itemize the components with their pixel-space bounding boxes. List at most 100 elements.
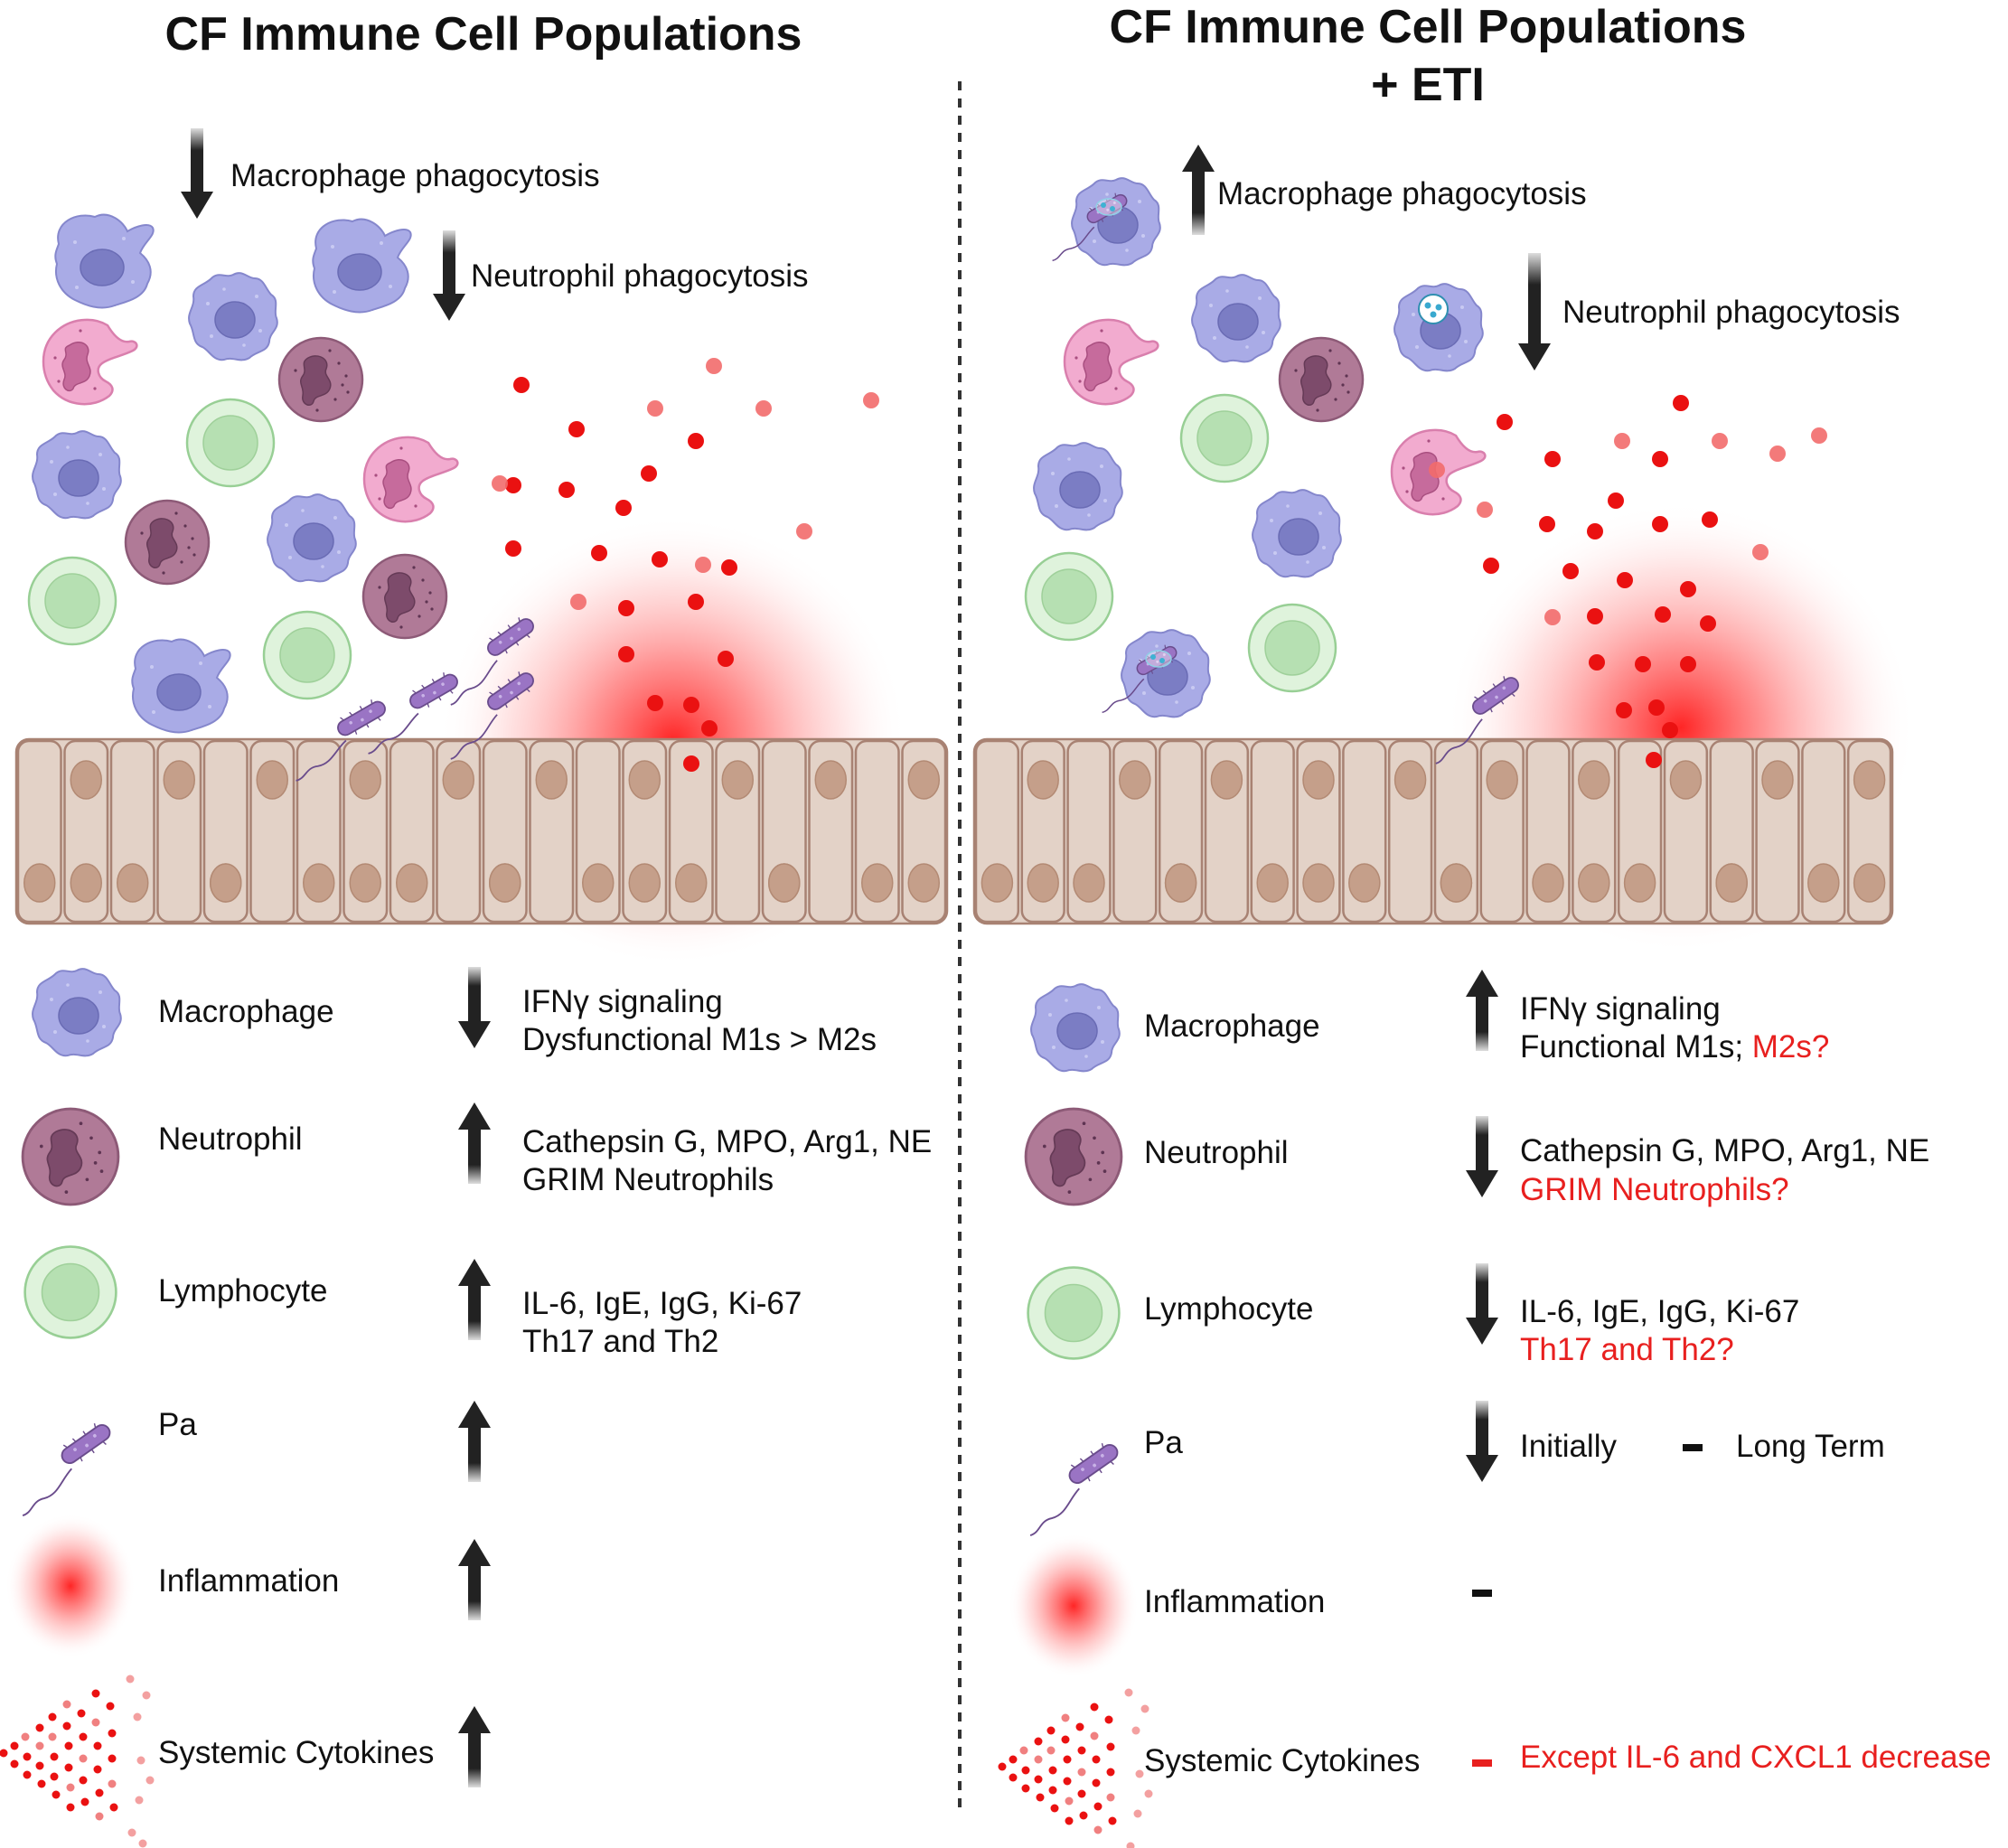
cytokine-dot [647,695,663,711]
right-pa-long-term: Long Term [1736,1429,1885,1464]
legend-pa-label: Pa [158,1407,197,1442]
cell-nucleus [1715,863,1748,903]
right-title-line2: + ETI [1371,59,1485,111]
arrow-head [1466,1455,1498,1482]
cytokine-dot [145,1776,155,1785]
arrow-shaft [1528,253,1541,343]
cell-nucleus [582,863,615,903]
cytokine-dot [21,1732,30,1741]
cytokine-dot [570,594,586,610]
cytokine-dot [1093,1802,1103,1811]
cytokine-dot [1544,451,1561,467]
macrophage-phagocytosis-arrow [181,128,213,219]
cytokine-dot [641,465,657,482]
macrophage-icon [32,968,122,1057]
cell-nucleus [210,863,242,903]
arrow-shaft [1476,1401,1488,1455]
macrophage-cell [267,493,357,583]
cytokine-dot [93,1765,102,1774]
cytokine-dot [1140,1704,1149,1713]
legend-pa-label: Pa [1144,1425,1183,1460]
cytokine-dot [1077,1789,1086,1798]
neutrophil-cell [361,553,448,640]
lymphocyte-cell [1179,393,1270,483]
neutrophil-cell [1278,336,1365,423]
arrow-head [1466,1170,1498,1197]
legend-inflammation-label: Inflammation [1144,1584,1326,1619]
cytokine-dot [568,421,585,437]
cell-nucleus [1302,760,1335,800]
cytokine-dot [91,1718,100,1727]
cytokines-icon [0,1674,155,1848]
cytokine-dot [23,1770,32,1779]
cell-nucleus [70,863,102,903]
arrow-head [1466,970,1498,997]
left-macrophage-line1: IFNγ signaling [522,984,723,1019]
cell-nucleus [1027,863,1059,903]
cytokine-dot [1144,1789,1153,1798]
arrow-shaft [1476,1116,1488,1170]
macrophage-phagocytosis-arrow [1182,145,1215,235]
macrophage-cell [312,218,412,314]
lymphocyte-cell [262,610,352,700]
cytokine-dot [1477,502,1493,518]
cytokine-dot [109,1803,118,1812]
cytokine-dot [701,720,718,736]
cytokine-dot [1483,558,1499,574]
cytokine-dot [1021,1766,1030,1775]
legend-inflammation-label: Inflammation [158,1563,340,1599]
cytokine-dot [77,1709,86,1718]
cytokine-dot [23,1752,32,1761]
arrow-shaft [1476,1263,1488,1318]
legend-cytokines-label: Systemic Cytokines [1144,1743,1421,1778]
arrow-head [458,1021,491,1048]
cytokine-dot [1108,1816,1117,1825]
cytokine-dot [1608,492,1624,509]
cytokine-dot [615,500,632,516]
cytokine-dot [1061,1735,1070,1744]
cell-nucleus [1256,863,1289,903]
cytokine-dot [1652,451,1668,467]
cytokine-dot [513,377,530,393]
cytokine-dot [1616,702,1632,718]
cytokine-dot [1702,511,1718,528]
lymphocyte-cell [185,398,276,488]
cytokine-dot [652,551,668,568]
cytokine-dot [50,1752,59,1761]
cytokine-dot [1680,656,1696,672]
cytokine-dot [1048,1766,1057,1775]
change-arrow-down [1466,1263,1498,1345]
no-change-dash [1683,1444,1703,1451]
arrow-shaft [1476,997,1488,1051]
cytokine-dot [1589,654,1605,671]
legend-neutrophil-label: Neutrophil [1144,1135,1289,1170]
macrophage-cell [1394,284,1483,371]
right-macrophage-line2: Functional M1s; M2s? [1520,1028,1829,1066]
cytokine-dot [10,1741,19,1750]
cytokine-dot [0,1749,8,1758]
cell-nucleus [1578,760,1610,800]
cytokine-dot [1034,1775,1043,1784]
no-change-dash [1472,1590,1492,1597]
cell-nucleus [628,863,661,903]
legend-macrophage-label: Macrophage [158,994,334,1029]
left-neutrophil-line2: GRIM Neutrophils [522,1162,774,1197]
cytokine-dot [998,1762,1007,1771]
cytokine-dot [64,1763,73,1772]
cytokine-dot [1034,1737,1043,1746]
cell-nucleus [768,863,801,903]
cell-nucleus [907,760,940,800]
cytokine-dot [1063,1777,1072,1786]
cytokine-dot [1065,1816,1074,1825]
macrophage-cell [131,638,231,734]
neutrophil-cell [277,336,364,423]
cytokine-dot [64,1741,73,1750]
cytokine-dot [1106,1742,1115,1751]
macrophage-icon [1030,983,1121,1073]
epithelium-band [14,737,949,925]
cytokine-dot [142,1691,151,1700]
cytokines-icon [998,1688,1153,1848]
cytokine-dot [126,1674,135,1684]
cell-nucleus [535,760,568,800]
arrow-head [458,1706,491,1733]
